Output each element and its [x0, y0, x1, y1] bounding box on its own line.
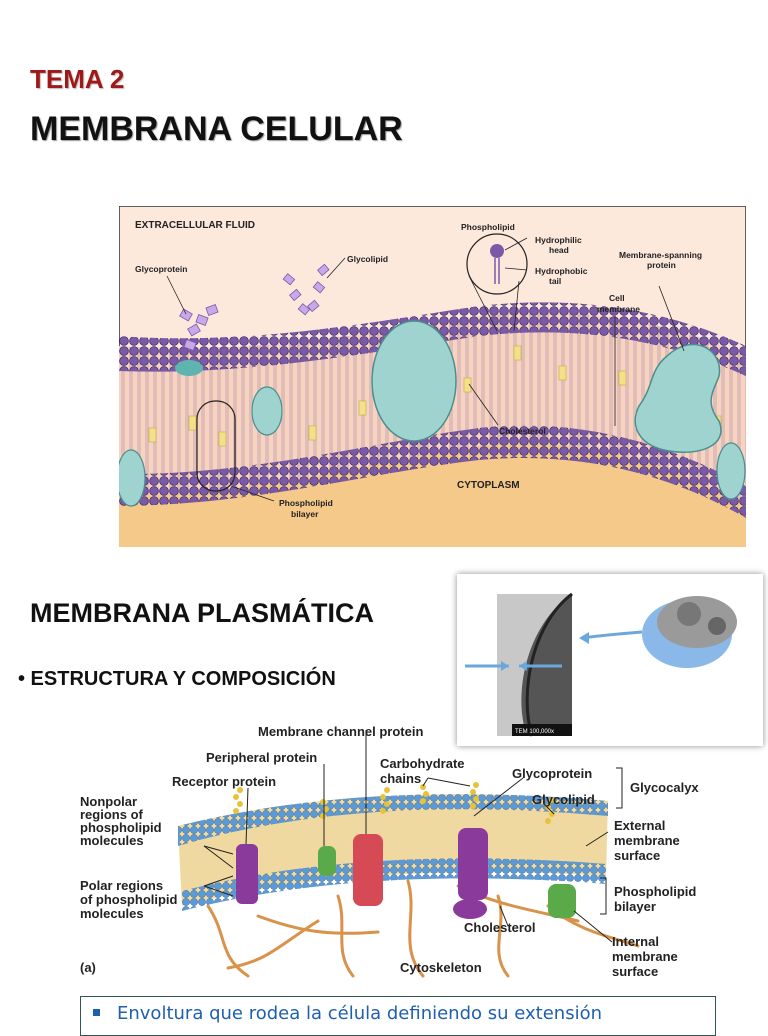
cholesterol-label: Cholesterol [464, 920, 536, 935]
cell-membrane-label-2: membrane [597, 304, 640, 314]
external-label-3: surface [614, 848, 660, 863]
cell-membrane-figure: EXTRACELLULAR FLUID Glycoprotein Glycoli… [119, 206, 746, 547]
external-label-2: membrane [614, 833, 680, 848]
glycoprotein-label: Glycoprotein [135, 264, 187, 274]
tem-label: TEM 100,000x [515, 729, 554, 735]
tem-micrograph-panel: TEM 100,000x [457, 574, 763, 746]
nonpolar-label-3: phospholipid [80, 820, 162, 835]
hydrophobic-label-1: Hydrophobic [535, 266, 588, 276]
polar-label-3: molecules [80, 906, 144, 921]
cytoplasm-label: CYTOPLASM [457, 480, 520, 491]
internal-label-3: surface [612, 964, 658, 979]
cell-membrane-label-1: Cell [609, 293, 625, 303]
bilayer-label-2: bilayer [291, 509, 319, 519]
glycoprotein-label: Glycoprotein [512, 766, 592, 781]
hydrophobic-label-2: tail [549, 276, 561, 286]
polar-label-2: of phospholipid [80, 892, 178, 907]
phospholipid-label: Phospholipid [461, 222, 515, 232]
plasma-membrane-figure: Membrane channel protein Peripheral prot… [80, 724, 699, 979]
nonpolar-label-1: Nonpolar [80, 794, 137, 809]
extracellular-label: EXTRACELLULAR FLUID [135, 220, 255, 231]
section-bullet: • ESTRUCTURA Y COMPOSICIÓN [18, 668, 336, 690]
spanning-label-1: Membrane-spanning [619, 250, 702, 260]
topic-number: TEMA 2 [30, 64, 125, 94]
note-box: Envoltura que rodea la célula definiendo… [80, 996, 716, 1036]
glycolipid-label: Glycolipid [347, 254, 388, 264]
peripheral-protein-label: Peripheral protein [206, 750, 317, 765]
receptor-protein-label: Receptor protein [172, 774, 276, 789]
nonpolar-label-2: regions of [80, 807, 144, 822]
cytoskeleton-label: Cytoskeleton [400, 960, 482, 975]
page-title: MEMBRANA CELULAR [30, 110, 403, 148]
polar-label-1: Polar regions [80, 878, 163, 893]
bilayer-label-1: Phospholipid [279, 498, 333, 508]
internal-label-2: membrane [612, 949, 678, 964]
note-text: Envoltura que rodea la célula definiendo… [117, 1003, 602, 1024]
bilayer-label-1: Phospholipid [614, 884, 696, 899]
carbohydrate-label-1: Carbohydrate [380, 756, 465, 771]
glycolipid-label: Glycolipid [532, 792, 595, 807]
internal-label-1: Internal [612, 934, 659, 949]
bilayer-label-2: bilayer [614, 899, 656, 914]
channel-protein-label: Membrane channel protein [258, 724, 423, 739]
tem-micrograph: TEM 100,000x [465, 592, 737, 737]
bullet-square-icon [93, 1009, 100, 1016]
spanning-label-2: protein [647, 260, 676, 270]
hydrophilic-label-1: Hydrophilic [535, 235, 582, 245]
section-title: MEMBRANA PLASMÁTICA [30, 598, 374, 628]
panel-label: (a) [80, 960, 96, 975]
glycocalyx-label: Glycocalyx [630, 780, 699, 795]
external-label-1: External [614, 818, 665, 833]
cholesterol-label: Cholesterol [499, 426, 546, 436]
nonpolar-label-4: molecules [80, 833, 144, 848]
carbohydrate-label-2: chains [380, 771, 421, 786]
hydrophilic-label-2: head [549, 245, 569, 255]
